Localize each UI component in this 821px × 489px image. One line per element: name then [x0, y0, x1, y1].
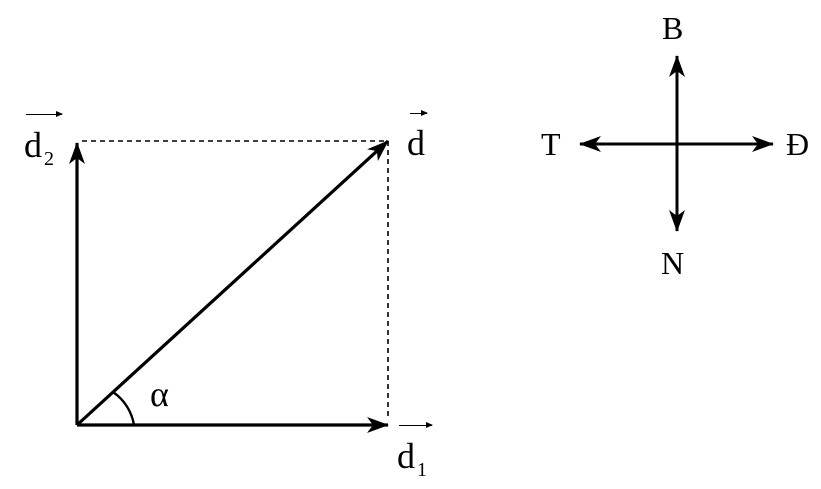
label-d1-subscript: 1 [417, 459, 427, 481]
vector-arrow-icon [399, 422, 433, 428]
compass-label-west: T [541, 126, 561, 162]
label-d1-main: d [397, 436, 415, 476]
label-d2-subscript: 2 [44, 148, 54, 170]
vector-d-arrow [75, 139, 390, 427]
label-d: d [407, 125, 425, 161]
compass-label-north: B [662, 10, 684, 46]
label-d-main: d [407, 123, 425, 163]
label-d2-main: d [24, 125, 42, 165]
compass-label-east: Đ [786, 126, 810, 162]
compass-label-south: N [661, 245, 685, 281]
vector-arrow-icon [410, 110, 428, 116]
label-alpha: α [150, 374, 169, 414]
angle-arc-icon [112, 391, 136, 426]
vector-arrow-icon [26, 111, 63, 117]
